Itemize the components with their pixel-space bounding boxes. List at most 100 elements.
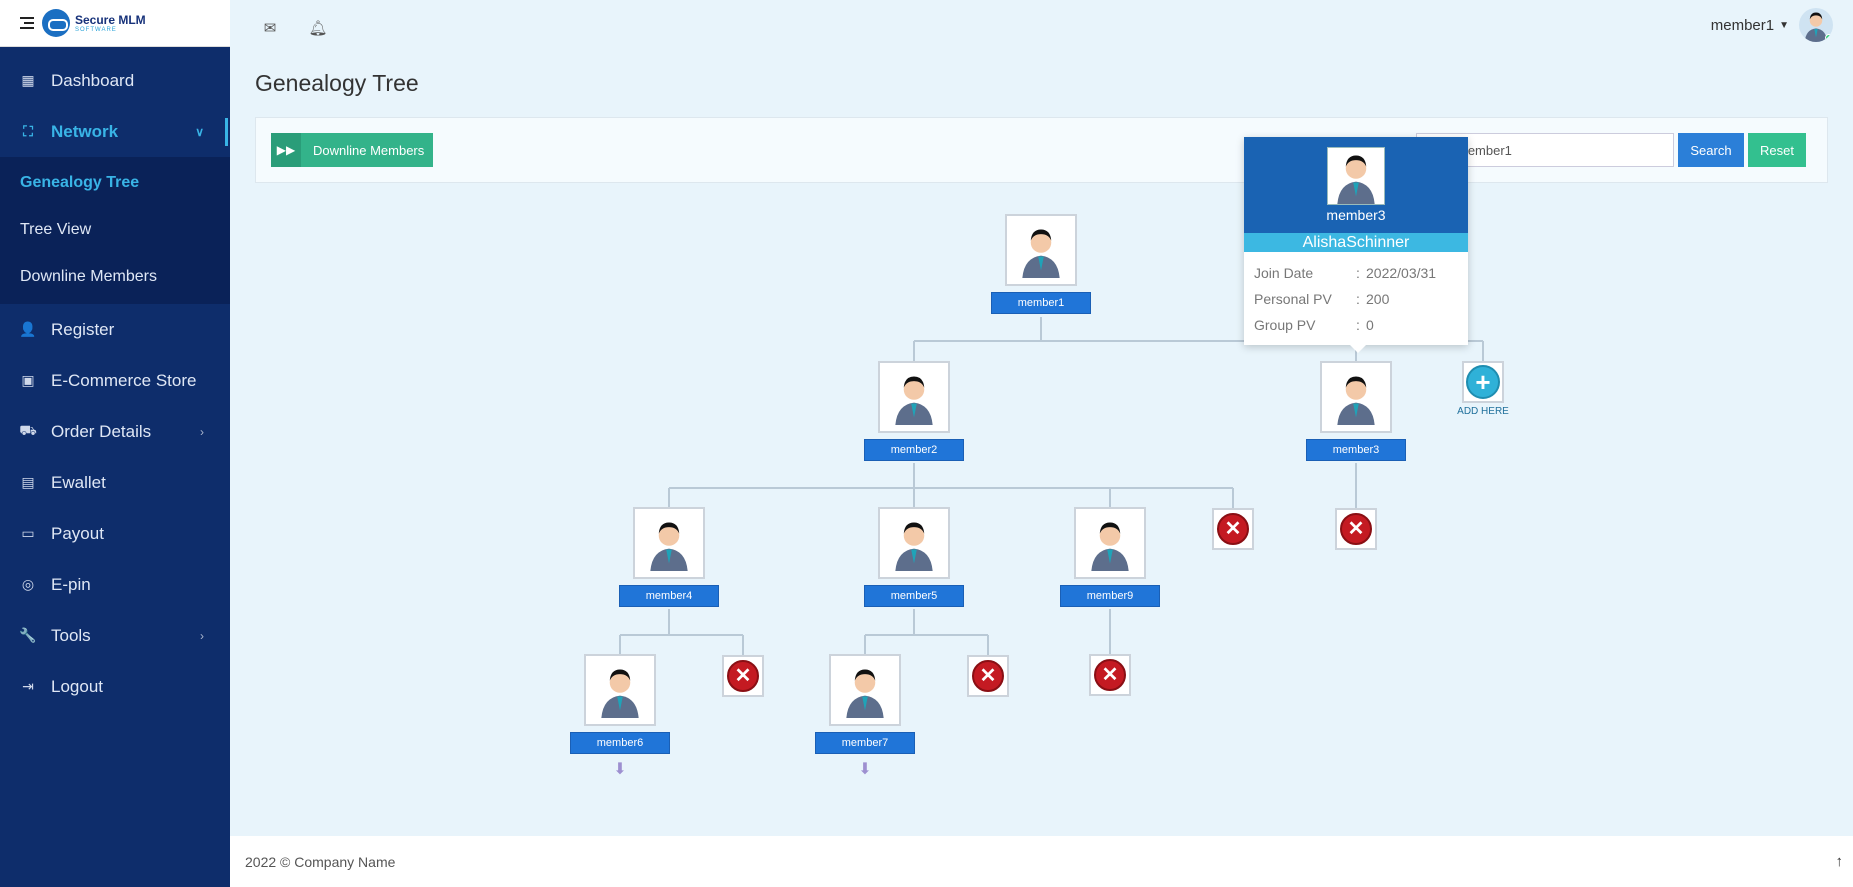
tree-node-member3[interactable]: member3: [1306, 361, 1406, 461]
sidebar-item-network[interactable]: ⛶Network∨: [0, 106, 230, 157]
fast-forward-icon: ▶▶: [271, 133, 301, 167]
member-photo: [1074, 507, 1146, 579]
member-label[interactable]: member4: [619, 585, 719, 607]
add-member-slot[interactable]: + ADD HERE: [1450, 361, 1516, 417]
sidebar-item-label: E-Commerce Store: [51, 370, 197, 390]
member-photo: [878, 361, 950, 433]
close-circle-icon: ✕: [727, 660, 759, 692]
downline-members-label: Downline Members: [313, 142, 425, 158]
member-label[interactable]: member9: [1060, 585, 1160, 607]
logo-mark-icon: [42, 9, 70, 37]
member-label[interactable]: member3: [1306, 439, 1406, 461]
member-photo: [829, 654, 901, 726]
popup-row-personal-pv: Personal PV:200: [1254, 286, 1458, 312]
reset-button[interactable]: Reset: [1748, 133, 1806, 167]
pin-icon: ◎: [21, 576, 35, 592]
row-key: Group PV: [1254, 317, 1316, 333]
popup-username: member3: [1326, 207, 1386, 223]
top-bar: ✉ 🔔︎ member1 ▼: [230, 0, 1853, 56]
row-sep: :: [1356, 265, 1360, 281]
member-photo: [633, 507, 705, 579]
sidebar-item-label: Logout: [51, 676, 103, 696]
row-value: 2022/03/31: [1366, 265, 1437, 281]
close-circle-icon: ✕: [1340, 513, 1372, 545]
empty-slot: ✕: [1212, 508, 1254, 550]
tree-node-root[interactable]: member1: [991, 214, 1091, 314]
sidebar-item-payout[interactable]: ▭Payout: [0, 508, 230, 559]
popup-header: member3: [1244, 137, 1468, 233]
sitemap-icon: ⛶: [23, 123, 33, 139]
chevron-right-icon: ›: [200, 424, 204, 439]
mail-icon[interactable]: ✉: [263, 20, 277, 37]
sidebar: Secure MLM SOFTWARE ▦Dashboard ⛶Network∨…: [0, 0, 230, 887]
empty-slot: ✕: [722, 655, 764, 697]
member-label[interactable]: member5: [864, 585, 964, 607]
sidebar-item-dashboard[interactable]: ▦Dashboard: [0, 55, 230, 106]
plus-icon: +: [1466, 365, 1500, 399]
add-here-label: ADD HERE: [1457, 406, 1509, 417]
popup-row-group-pv: Group PV:0: [1254, 312, 1458, 338]
bell-icon[interactable]: 🔔︎: [308, 20, 328, 37]
member-label[interactable]: member2: [864, 439, 964, 461]
downline-members-button[interactable]: ▶▶ Downline Members: [271, 133, 433, 167]
tree-node-member6[interactable]: member6 ⬇: [570, 654, 670, 778]
popup-pointer: [1349, 344, 1367, 353]
arrow-down-icon[interactable]: ⬇: [613, 761, 627, 778]
sidebar-item-ecommerce-store[interactable]: ▣ E-Commerce Store: [0, 355, 230, 406]
sidebar-item-label: Ewallet: [51, 472, 106, 492]
row-value: 200: [1366, 291, 1390, 307]
tree-node-member2[interactable]: member2: [864, 361, 964, 461]
menu-toggle-icon[interactable]: [20, 17, 36, 29]
empty-slot: ✕: [1089, 654, 1131, 696]
member-info-popup: member3 AlishaSchinner Join Date:2022/03…: [1244, 137, 1468, 345]
sidebar-item-label: Payout: [51, 523, 104, 543]
subnav-item-tree-view[interactable]: Tree View: [20, 220, 92, 238]
arrow-down-icon[interactable]: ⬇: [858, 761, 872, 778]
online-status-dot: [1825, 34, 1833, 42]
tree-toolbar: ▶▶ Downline Members Search Reset: [255, 117, 1828, 183]
brand-subtitle: SOFTWARE: [75, 26, 117, 33]
copyright-text: 2022 © Company Name: [245, 853, 396, 870]
subnav-item-downline-members[interactable]: Downline Members: [20, 267, 157, 285]
empty-slot: ✕: [1335, 508, 1377, 550]
shopping-bag-icon: ▣: [21, 372, 35, 388]
row-sep: :: [1356, 317, 1360, 333]
username: member1: [1710, 16, 1775, 34]
sidebar-item-label: Register: [51, 319, 115, 339]
logout-icon: ⇥: [22, 678, 34, 694]
briefcase-icon: ▤: [21, 474, 35, 490]
sidebar-item-register[interactable]: 👤 Register: [0, 304, 230, 355]
tree-node-member9[interactable]: member9: [1060, 507, 1160, 607]
subnav-item-genealogy-tree[interactable]: Genealogy Tree: [20, 173, 140, 191]
chevron-down-icon: ∨: [195, 124, 204, 139]
tree-node-member7[interactable]: member7 ⬇: [815, 654, 915, 778]
tree-node-member5[interactable]: member5: [864, 507, 964, 607]
member-label[interactable]: member1: [991, 292, 1091, 314]
sidebar-item-label: Dashboard: [51, 70, 135, 90]
logo[interactable]: Secure MLM SOFTWARE: [42, 9, 146, 37]
sidebar-item-epin[interactable]: ◎E-pin: [0, 559, 230, 610]
tree-node-member4[interactable]: member4: [619, 507, 719, 607]
sidebar-item-logout[interactable]: ⇥ Logout: [0, 661, 230, 712]
sidebar-item-label: Order Details: [51, 421, 152, 441]
empty-slot: ✕: [967, 655, 1009, 697]
scroll-top-icon[interactable]: ↑: [1835, 853, 1844, 870]
chevron-right-icon: ›: [200, 628, 204, 643]
sidebar-item-tools[interactable]: 🔧Tools›: [0, 610, 230, 661]
search-button[interactable]: Search: [1678, 133, 1744, 167]
brand-title: Secure MLM: [75, 12, 146, 27]
member-label[interactable]: member7: [815, 732, 915, 754]
network-submenu: Genealogy Tree Tree View Downline Member…: [0, 157, 230, 304]
user-menu[interactable]: member1 ▼: [1711, 8, 1833, 42]
popup-photo: [1327, 147, 1385, 205]
close-circle-icon: ✕: [1217, 513, 1249, 545]
wrench-icon: 🔧: [19, 627, 37, 643]
sidebar-item-ewallet[interactable]: ▤ Ewallet: [0, 457, 230, 508]
row-key: Personal PV: [1254, 291, 1332, 307]
popup-row-join-date: Join Date:2022/03/31: [1254, 260, 1458, 286]
cart-icon: ⛟: [19, 422, 37, 438]
member-photo: [878, 507, 950, 579]
sidebar-item-order-details[interactable]: ⛟ Order Details ›: [0, 406, 230, 457]
member-label[interactable]: member6: [570, 732, 670, 754]
user-plus-icon: 👤: [19, 321, 37, 337]
